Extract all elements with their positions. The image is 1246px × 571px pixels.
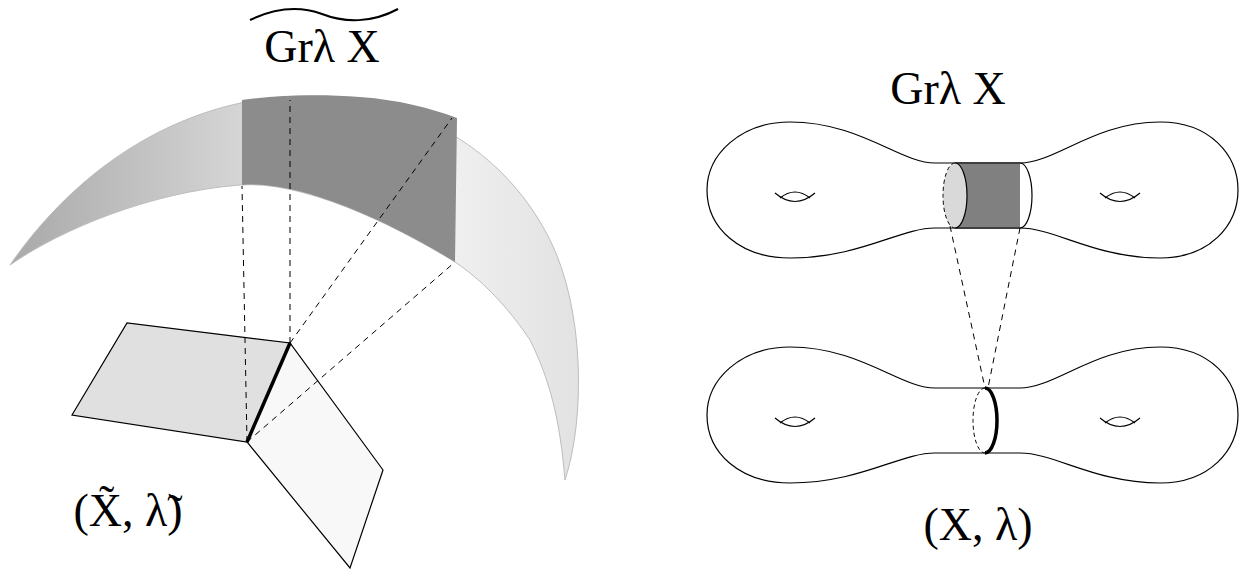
genus-two-surface — [707, 347, 1238, 483]
half-plane — [247, 343, 383, 568]
bending-line — [247, 343, 290, 442]
projection-lines — [242, 100, 455, 442]
shaded-strip — [242, 95, 457, 262]
math-label: (X̃, λ̃) — [73, 486, 182, 537]
math-label: Grλ X — [890, 64, 1006, 115]
math-label: (X, λ) — [923, 500, 1032, 551]
genus-two-surface — [707, 122, 1238, 258]
tilde-accent — [250, 9, 398, 20]
math-label: Grλ X — [264, 22, 380, 73]
projection-lines — [950, 226, 1020, 388]
